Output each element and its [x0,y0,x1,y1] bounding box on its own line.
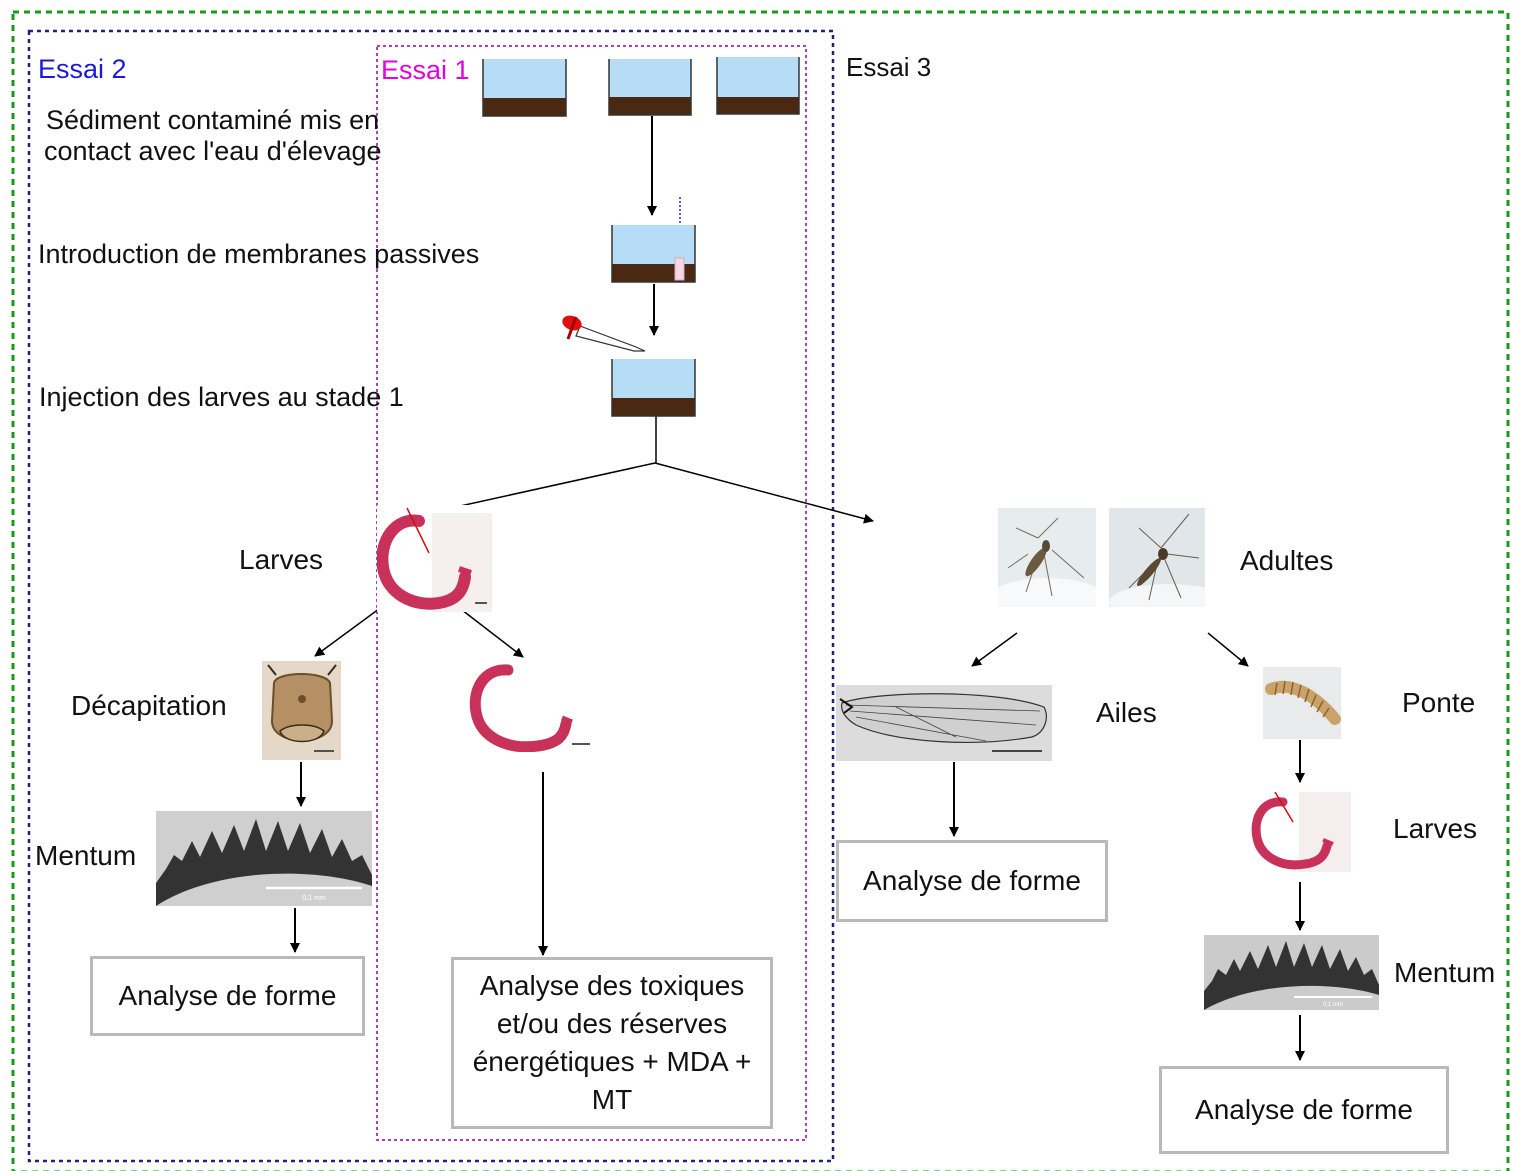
arrow-icon [461,609,524,658]
arrow-icon [654,462,874,524]
ailes-label: Ailes [1096,697,1157,728]
step-sediment-line2: contact avec l'eau d'élevage [44,136,382,166]
head-capsule-photo [262,661,341,760]
arrow-icon [314,605,384,657]
analyse-forme-box-left: Analyse de forme [90,956,365,1036]
larves-label-right: Larves [1393,813,1478,844]
mentum-photo: 0,1 mm [1204,935,1379,1010]
beaker-icon [611,359,696,417]
analyse-forme-text: Analyse de forme [863,865,1081,897]
mentum-label-right: Mentum [1394,957,1496,988]
mentum-scale-label: 0,1 mm [302,895,326,902]
analyse-forme-text: Analyse de forme [118,980,337,1012]
beaker-membrane-icon [611,225,696,283]
ponte-label: Ponte [1402,687,1476,718]
essai2-frame [27,29,835,1163]
essai1-label: Essai 1 [381,55,470,85]
beaker-icon [482,59,567,117]
mosquito-photo [998,508,1096,607]
mentum-scale-label: 0,1 mm [1323,1002,1343,1008]
arrow-icon [432,462,656,515]
decapitation-label: Décapitation [71,690,227,721]
larva-photo [468,662,598,752]
essai3-label: Essai 3 [846,52,932,82]
adultes-label: Adultes [1240,545,1334,576]
arrow-icon [1207,632,1249,667]
analyse-forme-box-right: Analyse de forme [1159,1066,1449,1154]
step-injection: Injection des larves au stade 1 [39,382,404,412]
pipette-icon [562,315,646,352]
analyse-forme-box-ailes: Analyse de forme [836,840,1108,922]
wing-photo [836,685,1052,761]
analyse-toxiques-text: Analyse des toxiques et/ou des réserves … [472,970,752,1115]
essai2-label: Essai 2 [38,54,127,84]
egg-mass-photo [1263,667,1341,739]
step-membranes: Introduction de membranes passives [38,239,480,269]
beaker-icon [608,59,692,116]
larva-photo [377,505,492,612]
mosquito-photo [1109,508,1205,607]
step-sediment-line1: Sédiment contaminé mis en [46,105,380,135]
essai3-frame [11,10,1510,1171]
arrow-icon [971,632,1018,667]
larva-photo [1249,792,1351,872]
beaker-icon [716,57,800,115]
mentum-label: Mentum [35,840,137,871]
analyse-forme-text: Analyse de forme [1195,1094,1413,1126]
analyse-toxiques-box: Analyse des toxiques et/ou des réserves … [451,957,773,1129]
mentum-photo: 0,1 mm [156,811,372,906]
larves-label: Larves [239,544,324,575]
